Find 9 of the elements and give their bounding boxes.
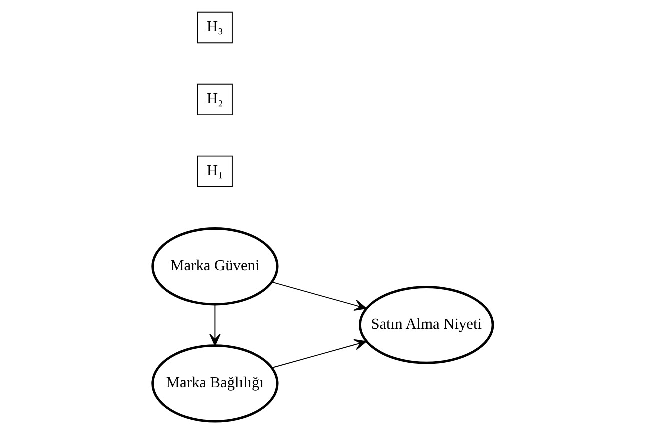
arrow bbox=[272, 339, 367, 368]
arrow bbox=[272, 282, 367, 311]
node-ellipse: Marka Güveni bbox=[152, 228, 279, 306]
node-ellipse: Satın Alma Niyeti bbox=[359, 286, 494, 364]
arrow bbox=[210, 304, 221, 346]
node-box: H₃ bbox=[197, 12, 233, 44]
node-ellipse: Marka Bağlılığı bbox=[152, 344, 279, 423]
node-box: H₁ bbox=[197, 156, 233, 188]
node-box: H₂ bbox=[197, 84, 233, 116]
